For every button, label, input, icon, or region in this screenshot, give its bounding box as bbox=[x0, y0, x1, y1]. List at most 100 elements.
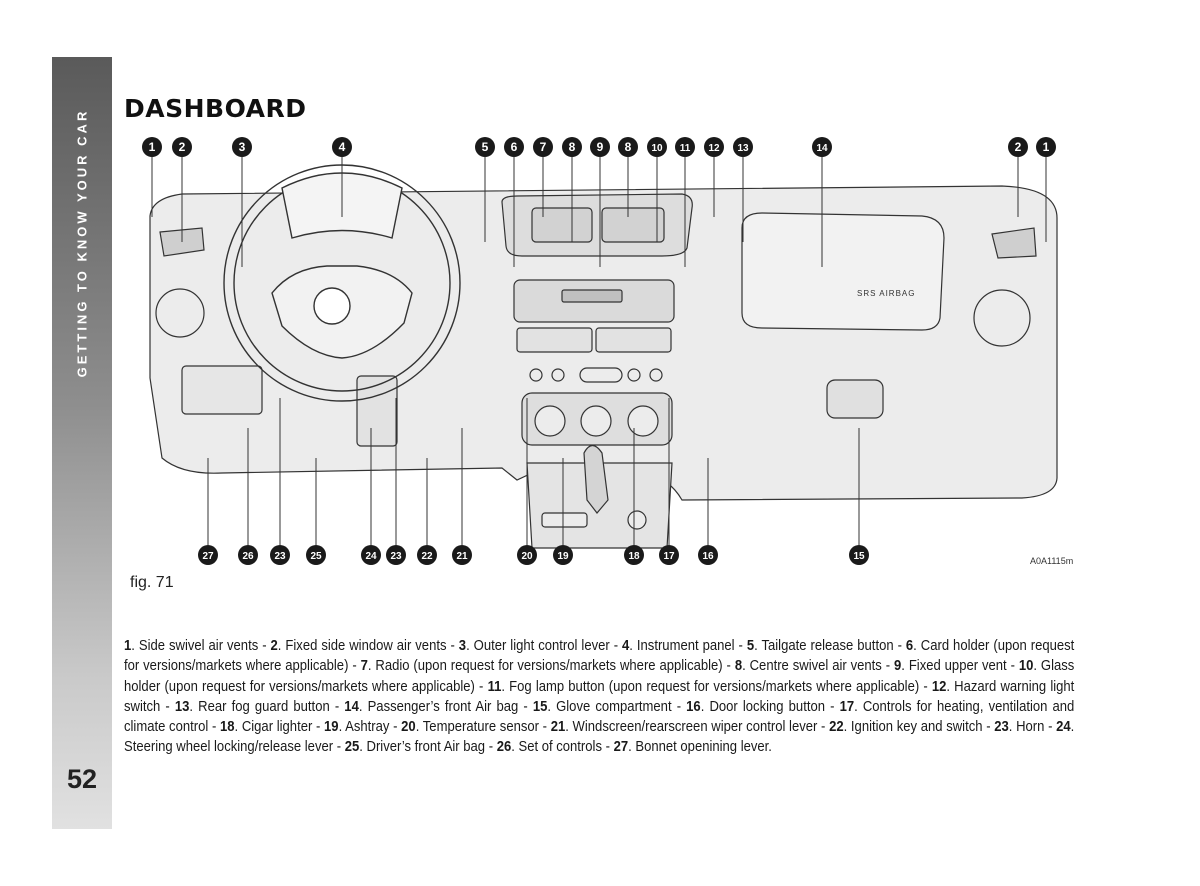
legend-number: 8 bbox=[734, 657, 743, 675]
callout-number: 13 bbox=[737, 143, 749, 154]
legend-number: 13 bbox=[174, 697, 190, 715]
card-holder bbox=[516, 327, 593, 353]
callout-number: 2 bbox=[1015, 140, 1022, 154]
callout-number: 7 bbox=[540, 140, 547, 154]
legend-text: . Side swivel air vents - bbox=[131, 637, 271, 654]
callout-number: 25 bbox=[310, 551, 322, 562]
callout-bottom-12: 16 bbox=[698, 545, 718, 565]
radio-display bbox=[561, 289, 623, 303]
legend-number: 11 bbox=[487, 677, 502, 695]
centre-vent-left bbox=[531, 207, 593, 243]
legend-text: . Fog lamp button (upon request for vers… bbox=[501, 677, 932, 695]
legend-number: 23 bbox=[994, 718, 1009, 736]
callout-bottom-6: 22 bbox=[417, 545, 437, 565]
callout-top-14: 14 bbox=[812, 137, 832, 157]
callout-top-3: 4 bbox=[332, 137, 352, 157]
callout-bottom-2: 23 bbox=[270, 545, 290, 565]
legend-number: 22 bbox=[829, 718, 844, 736]
leader-lines bbox=[151, 157, 1047, 545]
legend-number: 19 bbox=[324, 718, 339, 736]
legend-number: 1 bbox=[124, 637, 132, 654]
left-swivel-vent bbox=[155, 288, 205, 338]
page-title: DASHBOARD bbox=[124, 94, 307, 123]
callout-number: 27 bbox=[202, 551, 214, 562]
legend-number: 17 bbox=[839, 697, 855, 715]
callout-top-2: 3 bbox=[232, 137, 252, 157]
legend-text: . Set of controls - bbox=[511, 738, 614, 756]
legend-number: 27 bbox=[613, 738, 629, 756]
callout-bottom-3: 25 bbox=[306, 545, 326, 565]
callout-number: 22 bbox=[421, 551, 433, 562]
cigar-lighter bbox=[627, 510, 647, 530]
legend-text: . Instrument panel - bbox=[629, 637, 747, 654]
climate-knob-left bbox=[534, 405, 566, 437]
legend-number: 16 bbox=[686, 697, 701, 715]
legend-number: 12 bbox=[931, 677, 947, 695]
ashtray bbox=[541, 512, 588, 528]
legend-number: 7 bbox=[360, 657, 368, 675]
legend-text: . Windscreen/rearscreen wiper control le… bbox=[565, 718, 830, 736]
chapter-tab-label: GETTING TO KNOW YOUR CAR bbox=[74, 108, 90, 378]
legend-text: . Card holder (upon request for versions… bbox=[124, 637, 1075, 675]
callout-number: 11 bbox=[680, 143, 691, 154]
legend-text: . Door locking button - bbox=[700, 697, 840, 715]
callout-number: 8 bbox=[625, 140, 632, 154]
callout-top-16: 1 bbox=[1036, 137, 1056, 157]
legend-text: . Bonnet openining lever. bbox=[628, 738, 772, 756]
figure-code: A0A1115m bbox=[1030, 556, 1074, 566]
callout-bottom-7: 21 bbox=[452, 545, 472, 565]
lower-left-panel bbox=[181, 365, 263, 415]
climate-knob-centre bbox=[580, 405, 612, 437]
callout-bottom-0: 27 bbox=[198, 545, 218, 565]
callout-top-1: 2 bbox=[172, 137, 192, 157]
legend-text: . Ignition key and switch - bbox=[843, 718, 995, 736]
callout-top-15: 2 bbox=[1008, 137, 1028, 157]
legend-number: 2 bbox=[270, 637, 278, 654]
legend-number: 10 bbox=[1018, 657, 1034, 675]
legend-text: . Glove compartment - bbox=[547, 697, 687, 715]
callout-top-7: 8 bbox=[562, 137, 582, 157]
legend-text: . Ashtray - bbox=[338, 718, 402, 736]
legend-number: 24 bbox=[1056, 718, 1071, 736]
callout-number: 15 bbox=[853, 551, 865, 562]
legend-text: . Hazard warning light switch - bbox=[124, 677, 1075, 715]
callout-number: 12 bbox=[708, 143, 720, 154]
callout-number: 4 bbox=[339, 140, 346, 154]
callout-bottom-5: 23 bbox=[386, 545, 406, 565]
right-swivel-vent bbox=[973, 289, 1031, 347]
callout-number: 2 bbox=[179, 140, 186, 154]
passenger-airbag bbox=[741, 212, 945, 331]
legend-text: . Driver’s front Air bag - bbox=[359, 738, 497, 756]
callout-top-4: 5 bbox=[475, 137, 495, 157]
tailgate-button bbox=[529, 368, 543, 382]
callout-top-8: 9 bbox=[590, 137, 610, 157]
legend-text: . Horn - bbox=[1008, 718, 1057, 736]
callout-number: 14 bbox=[816, 143, 828, 154]
legend-text: . Temperature sensor - bbox=[415, 718, 551, 736]
callout-top-13: 13 bbox=[733, 137, 753, 157]
airbag-label: SRS AIRBAG bbox=[857, 289, 915, 298]
callout-bottom-9: 19 bbox=[553, 545, 573, 565]
callout-number: 23 bbox=[390, 551, 402, 562]
callout-top-0: 1 bbox=[142, 137, 162, 157]
legend-text: . Steering wheel locking/release lever - bbox=[124, 718, 1075, 756]
callout-bottom-10: 18 bbox=[624, 545, 644, 565]
callout-number: 26 bbox=[242, 551, 254, 562]
chapter-side-tab bbox=[52, 57, 112, 829]
legend-number: 4 bbox=[622, 637, 630, 654]
callout-number: 1 bbox=[1043, 140, 1050, 154]
legend-number: 6 bbox=[905, 637, 914, 654]
right-window-vent bbox=[991, 227, 1037, 259]
callout-top-9: 8 bbox=[618, 137, 638, 157]
legend-text: . Centre swivel air vents - bbox=[742, 657, 895, 675]
legend-number: 21 bbox=[550, 718, 566, 736]
page-number: 52 bbox=[66, 764, 98, 794]
legend-number: 20 bbox=[401, 718, 416, 736]
callout-bottom-4: 24 bbox=[361, 545, 381, 565]
legend-number: 5 bbox=[746, 637, 755, 654]
callout-number: 21 bbox=[456, 551, 468, 562]
legend-text: . Glass holder (upon request for version… bbox=[124, 657, 1075, 695]
